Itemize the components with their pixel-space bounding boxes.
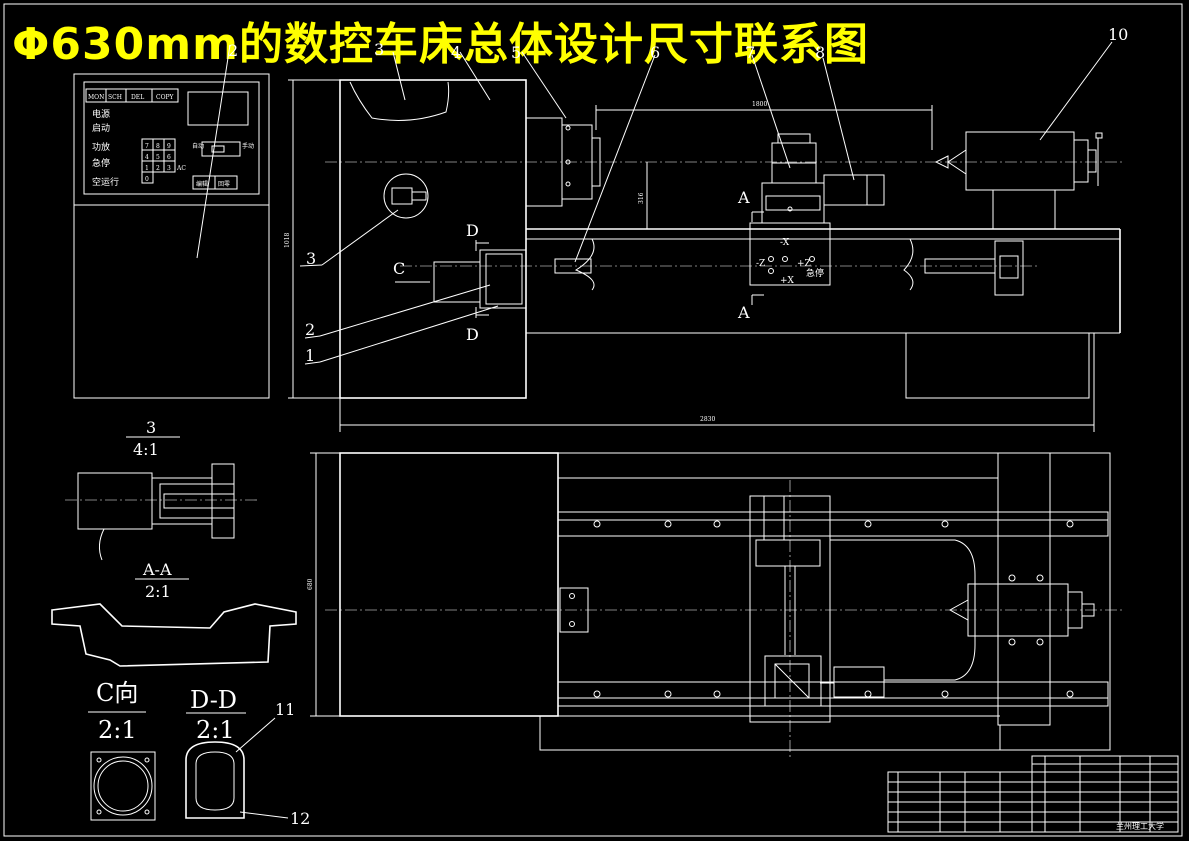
svg-text:2: 2	[156, 165, 160, 172]
part-4: 4	[451, 43, 461, 62]
part-5: 5	[511, 43, 521, 62]
dimension-length: 2830	[339, 333, 1095, 432]
x-motor	[823, 174, 885, 206]
dim-width-text: 680	[307, 578, 314, 590]
dim-height-text: 1018	[284, 233, 291, 248]
svg-text:9: 9	[167, 143, 171, 150]
part-6: 6	[650, 43, 660, 62]
key-edit: 编辑	[196, 180, 208, 188]
label-plus-z: +Z	[797, 259, 811, 269]
key-home: 回零	[218, 181, 230, 188]
detail3-scale: 4:1	[133, 440, 159, 459]
svg-text:8: 8	[156, 143, 160, 150]
label-minus-x: -X	[780, 238, 790, 248]
key-copy: COPY	[156, 94, 175, 101]
svg-text:6: 6	[167, 154, 171, 161]
svg-text:4: 4	[145, 154, 149, 161]
part-2-top: 2	[228, 41, 238, 60]
section-d-bottom: D	[466, 325, 479, 344]
dimension-width: 680	[307, 452, 340, 717]
lathe-bed	[526, 228, 1121, 399]
section-dd: D-D 2:1	[185, 686, 289, 819]
dd-scale: 2:1	[196, 716, 235, 744]
dd-label: D-D	[190, 686, 237, 714]
svg-text:7: 7	[145, 143, 149, 150]
panel-row-dryrun: 空运行	[92, 176, 119, 188]
label-plus-x: +X	[780, 276, 795, 286]
svg-text:0: 0	[145, 176, 149, 183]
control-panel: MON SCH DEL COPY 电源 启动 功放 急停 空运行 7 8 9 4…	[73, 73, 270, 399]
dimension-height: 1018	[284, 79, 340, 399]
headstock	[339, 79, 527, 399]
dimension-stroke: 1800	[595, 101, 933, 150]
panel-row-power: 电源	[92, 108, 110, 120]
part-11: 11	[275, 700, 295, 719]
part-12: 12	[290, 809, 310, 828]
detail-view-3: 3 4:1	[65, 418, 260, 561]
section-aa: A-A 2:1	[51, 560, 297, 667]
c-scale: 2:1	[98, 716, 137, 744]
panel-number-keys: 7 8 9 4 5 6 1 2 3 0 AC	[141, 138, 186, 184]
school-name: 兰州理工大学	[1116, 821, 1164, 831]
aa-scale: 2:1	[145, 582, 171, 601]
carriage: -X +X -Z +Z 急停	[749, 133, 885, 286]
tailstock	[934, 131, 1103, 230]
aa-label: A-A	[142, 560, 172, 579]
label-estop: 急停	[806, 267, 824, 279]
key-sch: SCH	[108, 94, 122, 101]
panel-row-start: 启动	[92, 122, 110, 134]
drawing-frame	[3, 3, 1183, 837]
panel-top-keys: MON SCH DEL COPY	[85, 88, 179, 103]
label-minus-z: -Z	[756, 259, 765, 269]
part-2: 2	[305, 320, 315, 339]
part-3: 3	[306, 249, 316, 268]
svg-text:5: 5	[156, 154, 160, 161]
view-c: C向 2:1	[88, 679, 156, 821]
panel-row-estop: 急停	[92, 157, 110, 169]
panel-row-amp: 功放	[92, 141, 110, 153]
section-d-top: D	[466, 221, 479, 240]
svg-text:1: 1	[145, 165, 149, 172]
switch-auto: 自动	[192, 142, 204, 150]
part-3-top: 3	[374, 40, 384, 59]
c-label: C向	[96, 679, 138, 707]
detail3-label: 3	[146, 418, 156, 437]
front-view: -X +X -Z +Z 急停	[196, 41, 1125, 432]
dimension-center-height: 316	[638, 162, 648, 229]
part-numbers: 2 3 4 5 6 7 8 10 3 2 1 11 12	[228, 25, 1128, 828]
switch-manual: 手动	[242, 142, 254, 150]
drawing-title: Φ630mm的数控车床总体设计尺寸联系图	[12, 19, 869, 70]
svg-text:AC: AC	[176, 165, 186, 172]
view-c-arrow-label: C	[393, 259, 405, 278]
feed-motor	[433, 261, 481, 303]
part-10: 10	[1108, 25, 1128, 44]
part-7: 7	[745, 43, 755, 62]
part-1: 1	[305, 346, 315, 365]
svg-text:3: 3	[167, 165, 171, 172]
section-a-bottom: A	[737, 303, 750, 322]
top-view: 680	[307, 452, 1125, 760]
dim-stroke-text: 1800	[752, 101, 767, 108]
dim-center-height-text: 316	[638, 192, 645, 204]
part-8: 8	[815, 43, 825, 62]
key-mon: MON	[88, 94, 104, 101]
key-del: DEL	[131, 94, 144, 101]
title-block: 兰州理工大学	[887, 755, 1179, 833]
section-a-top: A	[737, 188, 750, 207]
dim-length-text: 2830	[700, 416, 715, 423]
